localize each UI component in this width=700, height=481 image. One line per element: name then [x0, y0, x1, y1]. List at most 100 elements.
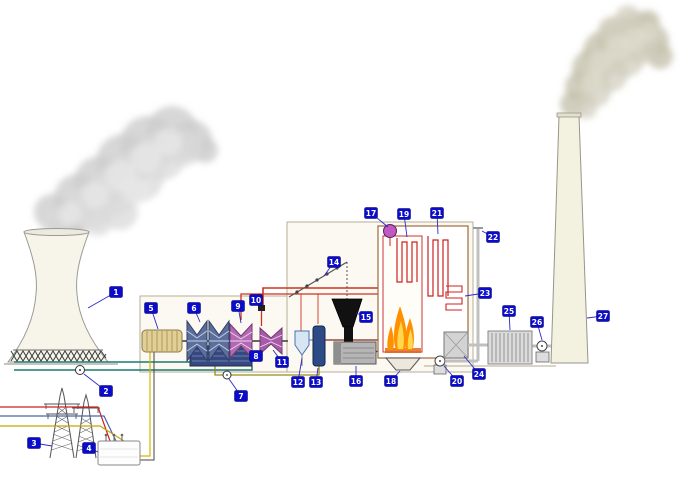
label-number: 24	[474, 370, 484, 379]
label-number: 4	[86, 444, 91, 453]
precipitator	[487, 330, 533, 365]
pylon-a-crossarms	[44, 403, 80, 419]
governor-valve-body	[258, 305, 265, 311]
boiler-steam-drum	[383, 224, 397, 238]
air-preheater	[443, 331, 469, 359]
power-lines	[0, 406, 125, 442]
label-box	[530, 316, 544, 328]
condensate-line	[214, 366, 320, 376]
transformer-body	[97, 440, 141, 466]
cooling-tower-steam-plume	[34, 106, 218, 247]
fan-hub-icon	[439, 360, 441, 362]
tower-rim	[23, 228, 90, 236]
stack-smoke-plume	[560, 5, 673, 119]
label-induced-draught-fan: 26	[530, 316, 544, 328]
label-deaerator: 12	[291, 376, 305, 388]
transformer-bushings	[105, 436, 123, 441]
label-precipitator: 25	[502, 305, 516, 317]
conveyor-roller-icon	[315, 278, 319, 282]
pylon-a-bracing	[51, 406, 73, 451]
label-reheater: 21	[430, 207, 444, 219]
label-economiser: 23	[478, 287, 492, 299]
ip-turbine-blades	[229, 331, 253, 351]
label-number: 8	[253, 352, 258, 361]
feedwater-heater-shell	[312, 325, 326, 367]
label-number: 13	[311, 378, 321, 387]
coal-pulverizer	[333, 341, 387, 365]
phase-wire-blue	[0, 415, 117, 442]
label-box	[478, 287, 492, 299]
label-box	[291, 376, 305, 388]
bushing-cap-icon	[112, 433, 116, 437]
intermediate-pressure-turbine	[229, 322, 253, 360]
label-number: 10	[251, 296, 261, 305]
label-cooling-water-pump: 2	[99, 385, 113, 397]
pump-hub-icon	[226, 374, 228, 376]
lp-turbine-2-blades	[208, 330, 230, 352]
label-box	[231, 300, 245, 312]
ember-bed	[385, 348, 421, 353]
flame-inner-icon	[397, 321, 404, 349]
precipitator-plates	[491, 333, 529, 362]
stack-cap	[556, 112, 582, 118]
pylon-b-crossarm	[72, 407, 100, 413]
label-number: 25	[504, 307, 514, 316]
step-up-transformer	[97, 433, 141, 466]
label-box	[384, 375, 398, 387]
steam-governor-valve	[258, 305, 265, 311]
label-forced-draught-fan: 20	[450, 375, 464, 387]
label-box	[397, 208, 411, 220]
low-pressure-turbines	[186, 319, 230, 363]
deaerator-vessel	[294, 330, 310, 356]
label-number: 14	[329, 258, 339, 267]
pulverizer-ribs	[343, 347, 374, 359]
generator-lead-dark	[140, 352, 155, 461]
boiler	[377, 224, 469, 359]
label-flue-gas-stack: 27	[596, 310, 610, 322]
label-box	[309, 376, 323, 388]
induced-draught-fan	[535, 340, 550, 363]
pylon-a-legs	[49, 387, 75, 459]
main-steam-pipe	[262, 287, 380, 305]
label-box	[364, 207, 378, 219]
phase-wire-yellow	[0, 425, 125, 442]
label-number: 19	[399, 210, 409, 219]
condensate-system	[214, 366, 320, 380]
label-bottom-ash-hopper: 18	[384, 375, 398, 387]
label-number: 23	[480, 289, 490, 298]
conveyor-roller-icon	[295, 290, 299, 294]
label-number: 26	[532, 318, 542, 327]
superheater-coil	[396, 238, 418, 283]
cooling-water-pipes	[14, 361, 253, 375]
label-box	[596, 310, 610, 322]
label-coal-hopper: 15	[359, 311, 373, 323]
pump-hub-icon	[79, 369, 81, 371]
label-number: 17	[366, 209, 376, 218]
id-fan-housing	[535, 351, 550, 363]
label-number: 22	[488, 233, 498, 242]
label-number: 20	[452, 377, 462, 386]
label-electrical-generator: 5	[144, 302, 158, 314]
flame-icon	[387, 326, 394, 350]
reheater-coil	[427, 236, 449, 297]
bottom-ash-hopper	[384, 357, 422, 371]
generator-leads	[140, 352, 155, 461]
pulverizer-motor	[334, 342, 341, 364]
coal-hopper	[331, 298, 363, 342]
label-box	[99, 385, 113, 397]
label-number: 18	[386, 377, 396, 386]
air-preheater-matrix	[443, 331, 469, 359]
tower-truss-a	[10, 350, 107, 362]
label-step-up-transformer: 4	[82, 442, 96, 454]
label-intermediate-pressure-turbine: 9	[231, 300, 245, 312]
stack-body	[550, 115, 589, 364]
generator-lead-yellow	[140, 352, 151, 457]
hopper-chute	[344, 327, 353, 342]
label-number: 21	[432, 209, 442, 218]
tower-truss-b	[10, 350, 107, 362]
fan-hub-icon	[541, 345, 543, 347]
label-box	[234, 390, 248, 402]
label-condensate-pump: 7	[234, 390, 248, 402]
lp-turbine-1-blades	[186, 330, 208, 352]
